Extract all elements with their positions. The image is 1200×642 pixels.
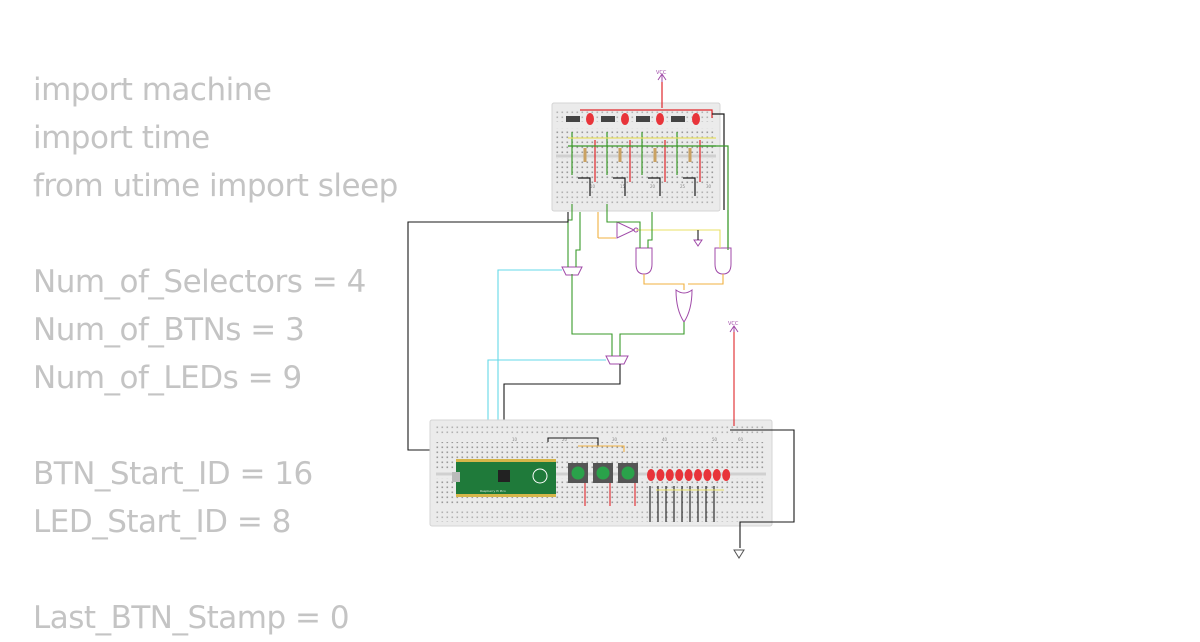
board-label: 25 (680, 184, 686, 189)
led (656, 469, 665, 481)
and-gate (635, 247, 653, 275)
code-line: Num_of_Selectors = 4 (33, 264, 366, 300)
code-line: BTN_Start_ID = 16 (33, 456, 313, 492)
code-line: LED_Start_ID = 8 (33, 504, 291, 540)
vcc-symbol: VCC (728, 321, 739, 333)
push-buttons[interactable] (568, 463, 638, 483)
led (586, 113, 594, 125)
mux-2 (605, 355, 629, 365)
top-leds (586, 113, 700, 125)
led (647, 469, 655, 481)
raspberry-pi-pico[interactable]: Raspberry Pi Pico (452, 459, 556, 497)
selector-switches[interactable] (566, 116, 685, 122)
board-labels: 10 20 30 40 50 60 (512, 437, 744, 442)
bottom-leds (647, 469, 731, 481)
board-label: 30 (706, 184, 712, 189)
code-line: Num_of_LEDs = 9 (33, 360, 302, 396)
code-line: import time (33, 120, 210, 156)
pico-label: Raspberry Pi Pico (480, 489, 506, 493)
slide-switch[interactable] (636, 116, 650, 122)
led (656, 113, 664, 125)
led (684, 469, 693, 481)
raspberry-logo-icon (532, 468, 548, 484)
code-panel: import machine import time from utime im… (33, 66, 413, 642)
logic-wires (407, 204, 729, 451)
slide-switch[interactable] (601, 116, 615, 122)
usb-port-icon (452, 472, 460, 482)
mux-1 (561, 266, 583, 276)
led (665, 469, 674, 481)
vcc-symbol: VCC (656, 70, 667, 108)
led (621, 113, 629, 125)
code-line: Num_of_BTNs = 3 (33, 312, 305, 348)
led (712, 469, 721, 481)
board-label: 50 (712, 437, 718, 442)
top-board-wires (568, 109, 729, 250)
led (675, 469, 684, 481)
ground-symbol (733, 549, 745, 559)
or-gate (675, 289, 693, 323)
board-label: 10 (512, 437, 518, 442)
bottom-board-wires (547, 330, 795, 548)
ground-symbol (693, 239, 703, 247)
led (692, 113, 700, 125)
board-label: 10 (590, 184, 596, 189)
board-label: 20 (650, 184, 656, 189)
board-labels: 10 15 20 25 30 (590, 184, 712, 189)
code-line: import machine (33, 72, 272, 108)
slide-switch[interactable] (671, 116, 685, 122)
not-gate (616, 221, 636, 239)
board-label: 15 (620, 184, 626, 189)
vcc-label: VCC (728, 321, 739, 327)
vcc-label: VCC (656, 70, 667, 76)
led (703, 469, 712, 481)
board-label: 60 (738, 437, 744, 442)
slide-switch[interactable] (566, 116, 580, 122)
logic-gates (561, 221, 732, 365)
board-label: 20 (562, 437, 568, 442)
board-label: 40 (662, 437, 668, 442)
and-gate (714, 247, 732, 275)
chip-icon (498, 470, 510, 482)
board-label: 30 (612, 437, 618, 442)
led (694, 469, 702, 481)
code-line: from utime import sleep (33, 168, 398, 204)
led (722, 469, 731, 481)
top-resistors (583, 148, 692, 162)
